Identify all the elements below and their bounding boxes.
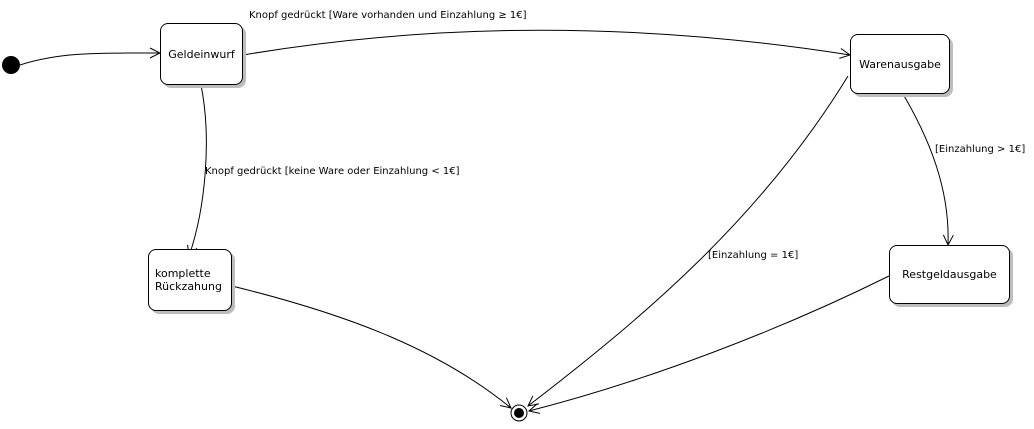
- state-warenausgabe: Warenausgabe: [850, 34, 950, 94]
- edge-warenausgabe-to-final: [528, 75, 849, 406]
- edge-geldeinwurf-to-rueckzahlung: [189, 84, 207, 256]
- edge-geldeinwurf-to-warenausgabe: [242, 29, 850, 55]
- edge-initial-to-geldeinwurf: [19, 53, 160, 66]
- initial-state: [2, 56, 20, 74]
- state-komplette-rueckzahlung: komplette Rückzahung: [148, 249, 232, 311]
- edge-restgeldausgabe-to-final: [529, 275, 890, 411]
- state-komplette-rueckzahlung-label: komplette Rückzahung: [155, 267, 222, 293]
- edge-warenausgabe-to-restgeldausgabe: [902, 93, 948, 245]
- state-warenausgabe-label: Warenausgabe: [859, 57, 941, 71]
- state-restgeldausgabe-label: Restgeldausgabe: [902, 268, 997, 281]
- transition-label-geld-to-ware: Knopf gedrückt [Ware vorhanden und Einza…: [249, 10, 527, 21]
- transition-label-geld-to-rueck: Knopf gedrückt [keine Ware oder Einzahlu…: [205, 166, 460, 177]
- transition-label-ware-to-rest: [Einzahlung > 1€]: [935, 144, 1026, 155]
- transition-label-ware-to-final: [Einzahlung = 1€]: [708, 250, 799, 261]
- state-geldeinwurf-label: Geldeinwurf: [168, 47, 235, 61]
- final-state: [510, 404, 528, 422]
- edge-rueckzahlung-to-final: [231, 285, 511, 408]
- state-restgeldausgabe: Restgeldausgabe: [889, 245, 1010, 304]
- state-geldeinwurf: Geldeinwurf: [160, 23, 243, 85]
